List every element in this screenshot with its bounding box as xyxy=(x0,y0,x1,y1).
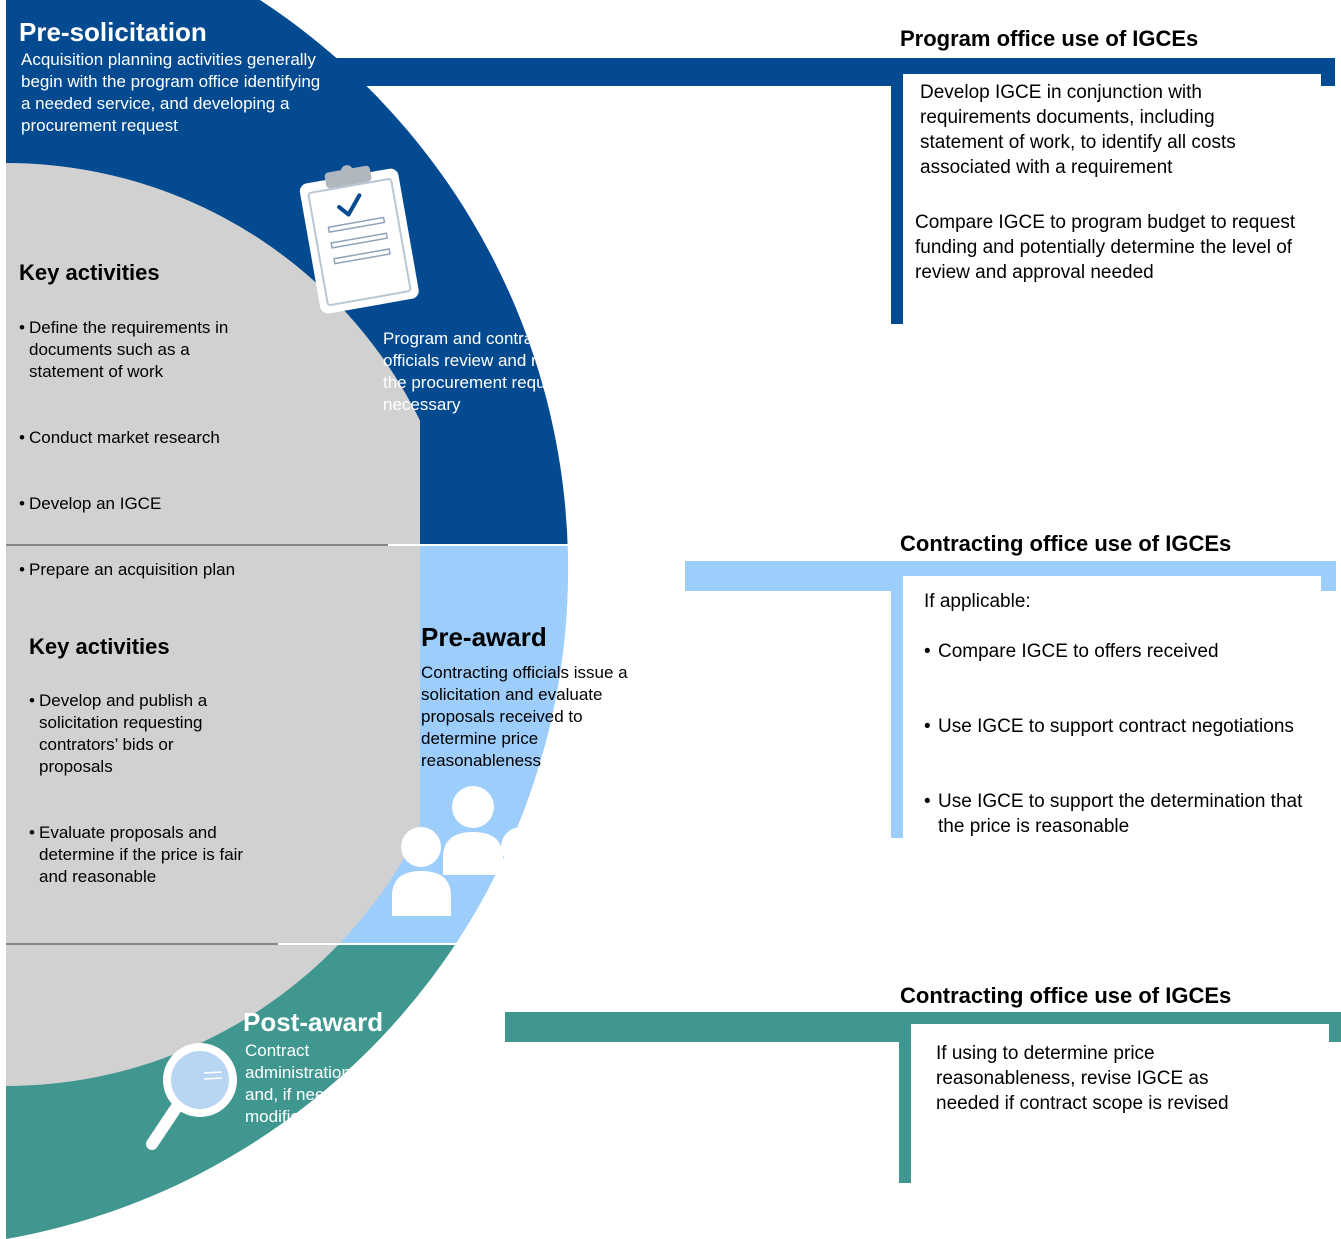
connector-contracting-post-award xyxy=(505,1012,1341,1183)
key-activities-planning-list: Define the requirements in documents suc… xyxy=(19,295,254,603)
key-activities-title: Key activities xyxy=(19,260,160,285)
key-activities-solicitation-list: Develop and publish a solicitation reque… xyxy=(29,668,244,910)
key-activity-item: Develop and publish a solicitation reque… xyxy=(29,690,244,778)
program-office-igce-item: Compare IGCE to program budget to reques… xyxy=(915,212,1296,283)
pre-solicitation-review-note: Program and contracting officials review… xyxy=(383,329,591,414)
contracting-office-igce-title: Contracting office use of IGCEs xyxy=(900,531,1232,556)
contracting-office-igce-item: Use IGCE to support contract negotiation… xyxy=(924,714,1309,739)
pre-solicitation-title: Pre-solicitation xyxy=(19,17,207,47)
contracting-office-igce-item: If using to determine price reasonablene… xyxy=(936,1043,1229,1114)
key-activities-title: Key activities xyxy=(29,634,170,659)
program-office-igce-title: Program office use of IGCEs xyxy=(900,26,1199,51)
people-group-icon xyxy=(392,786,551,916)
contracting-office-igce-item: Compare IGCE to offers received xyxy=(924,639,1309,664)
contracting-office-igce-title: Contracting office use of IGCEs xyxy=(900,983,1232,1008)
key-activity-item: Develop an IGCE xyxy=(19,493,254,515)
magnifying-glass-icon xyxy=(146,1043,237,1150)
key-activity-item: Define the requirements in documents suc… xyxy=(19,317,254,383)
post-award-description: Contract administration and, if needed, … xyxy=(245,1041,358,1126)
pre-award-title: Pre-award xyxy=(421,622,547,652)
contracting-office-igce-lead: If applicable: xyxy=(924,591,1031,612)
key-activity-item: Conduct market research xyxy=(19,427,254,449)
pre-solicitation-intro: Acquisition planning activities generall… xyxy=(21,50,321,135)
program-office-igce-item: Develop IGCE in conjunction with require… xyxy=(920,82,1236,178)
key-activity-item: Evaluate proposals and determine if the … xyxy=(29,822,244,888)
contracting-office-igce-list: Compare IGCE to offers received Use IGCE… xyxy=(924,614,1309,864)
post-award-title: Post-award xyxy=(243,1007,384,1037)
clipboard-check-icon xyxy=(299,165,419,314)
connector-program-office xyxy=(325,58,1335,324)
key-activity-item: Prepare an acquisition plan xyxy=(19,559,254,581)
pre-award-description: Contracting officials issue a solicitati… xyxy=(421,663,628,770)
contracting-office-igce-item: Use IGCE to support the determination th… xyxy=(924,789,1309,839)
